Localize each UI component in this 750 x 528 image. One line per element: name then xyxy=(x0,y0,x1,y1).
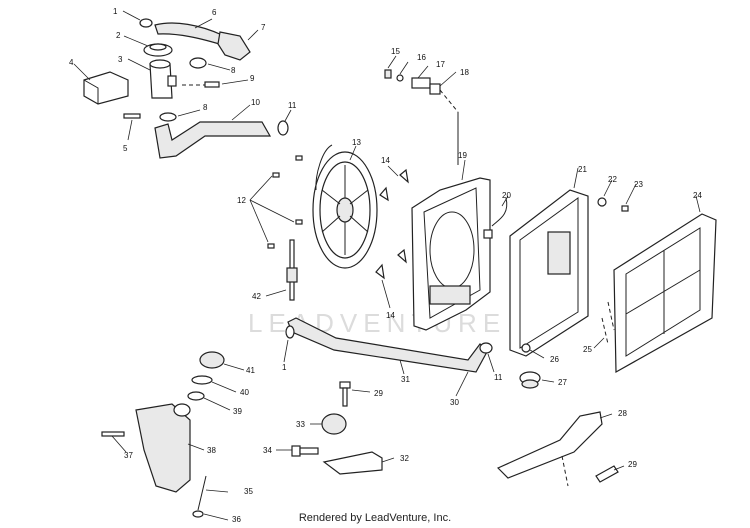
clamp-part-11a xyxy=(277,109,292,136)
bushing-part-33 xyxy=(310,413,347,435)
cap-part-2 xyxy=(123,35,173,57)
callout-6: 6 xyxy=(212,8,217,17)
callout-1: 1 xyxy=(113,7,118,16)
callout-41: 41 xyxy=(246,366,255,375)
fastener-stack-15-18 xyxy=(384,55,459,165)
reservoir-part-38 xyxy=(135,403,205,493)
fitting-part-26 xyxy=(521,343,545,359)
callout-39: 39 xyxy=(233,407,242,416)
callout-17: 17 xyxy=(436,60,445,69)
hose-part-10 xyxy=(154,104,272,159)
sensor-part-20 xyxy=(483,195,509,239)
callout-42: 42 xyxy=(252,292,261,301)
callout-14a: 14 xyxy=(381,156,390,165)
callout-14b: 14 xyxy=(386,311,395,320)
callout-20: 20 xyxy=(502,191,511,200)
bolt-part-34 xyxy=(276,445,319,457)
callout-29b: 29 xyxy=(628,460,637,469)
callout-15: 15 xyxy=(391,47,400,56)
screw-part-29b xyxy=(595,465,625,483)
hardware-part-22-23 xyxy=(597,179,637,212)
cap-part-41 xyxy=(199,351,245,371)
callout-12: 12 xyxy=(237,196,246,205)
callout-11b: 11 xyxy=(494,373,503,382)
callout-35: 35 xyxy=(244,487,253,496)
filler-neck-part-3 xyxy=(127,58,177,99)
screw-part-9 xyxy=(182,79,249,88)
line-part-30 xyxy=(455,371,469,397)
clamp-part-8b xyxy=(159,109,201,122)
hose-part-6 xyxy=(154,18,227,47)
callout-31: 31 xyxy=(401,375,410,384)
strap-part-42 xyxy=(265,239,298,301)
callout-30: 30 xyxy=(450,398,459,407)
grommet-part-27 xyxy=(519,371,555,389)
callout-34: 34 xyxy=(263,446,272,455)
bolt-part-37 xyxy=(101,431,127,453)
callout-4: 4 xyxy=(69,58,74,67)
callout-8b: 8 xyxy=(203,103,208,112)
callout-36: 36 xyxy=(232,515,241,524)
clip-part-14b xyxy=(375,248,407,309)
callout-8a: 8 xyxy=(231,66,236,75)
callout-24: 24 xyxy=(693,191,702,200)
clip-part-14a xyxy=(379,165,409,202)
callout-labels: 1 6 7 2 3 4 8 9 8 10 11 5 13 14 12 19 15… xyxy=(69,7,702,524)
callout-5: 5 xyxy=(123,144,128,153)
callout-9: 9 xyxy=(250,74,255,83)
fan-part-13 xyxy=(312,144,378,269)
callout-7: 7 xyxy=(261,23,266,32)
bracket-part-4 xyxy=(73,63,129,105)
callout-22: 22 xyxy=(608,175,617,184)
callout-27: 27 xyxy=(558,378,567,387)
bolt-part-5 xyxy=(123,113,141,141)
callout-40: 40 xyxy=(240,388,249,397)
clamp-part-1 xyxy=(122,10,153,28)
gasket-part-40 xyxy=(191,375,237,393)
callout-29a: 29 xyxy=(374,389,383,398)
callout-2: 2 xyxy=(116,31,121,40)
footer-credit: Rendered by LeadVenture, Inc. xyxy=(298,512,452,524)
callout-1b: 1 xyxy=(282,363,287,372)
callout-3: 3 xyxy=(118,55,123,64)
clamp-part-36 xyxy=(192,510,229,521)
callout-23: 23 xyxy=(634,180,643,189)
callout-18: 18 xyxy=(460,68,469,77)
shroud-part-19 xyxy=(411,159,491,331)
elbow-part-7 xyxy=(217,29,259,61)
bracket-part-25 xyxy=(593,301,615,349)
callout-32: 32 xyxy=(400,454,409,463)
hose-part-35 xyxy=(197,475,229,511)
neck-part-39 xyxy=(187,391,231,411)
callout-13: 13 xyxy=(352,138,361,147)
callout-21: 21 xyxy=(578,165,587,174)
fasteners-part-12 xyxy=(249,155,303,249)
clamp-part-8a xyxy=(189,57,231,71)
clamp-part-11b xyxy=(479,342,495,373)
callout-37: 37 xyxy=(124,451,133,460)
radiator-part-21 xyxy=(509,167,589,357)
callout-26: 26 xyxy=(550,355,559,364)
bolt-part-29a xyxy=(339,381,371,407)
bracket-part-28 xyxy=(496,411,613,487)
callout-11a: 11 xyxy=(288,101,297,110)
callout-10: 10 xyxy=(251,98,260,107)
callout-33: 33 xyxy=(296,420,305,429)
callout-19: 19 xyxy=(458,151,467,160)
callout-16: 16 xyxy=(417,53,426,62)
bracket-part-32 xyxy=(322,451,395,475)
callout-38: 38 xyxy=(207,446,216,455)
callout-25: 25 xyxy=(583,345,592,354)
clamp-part-1b xyxy=(283,325,295,363)
callout-28: 28 xyxy=(618,409,627,418)
screen-part-24 xyxy=(613,195,717,374)
